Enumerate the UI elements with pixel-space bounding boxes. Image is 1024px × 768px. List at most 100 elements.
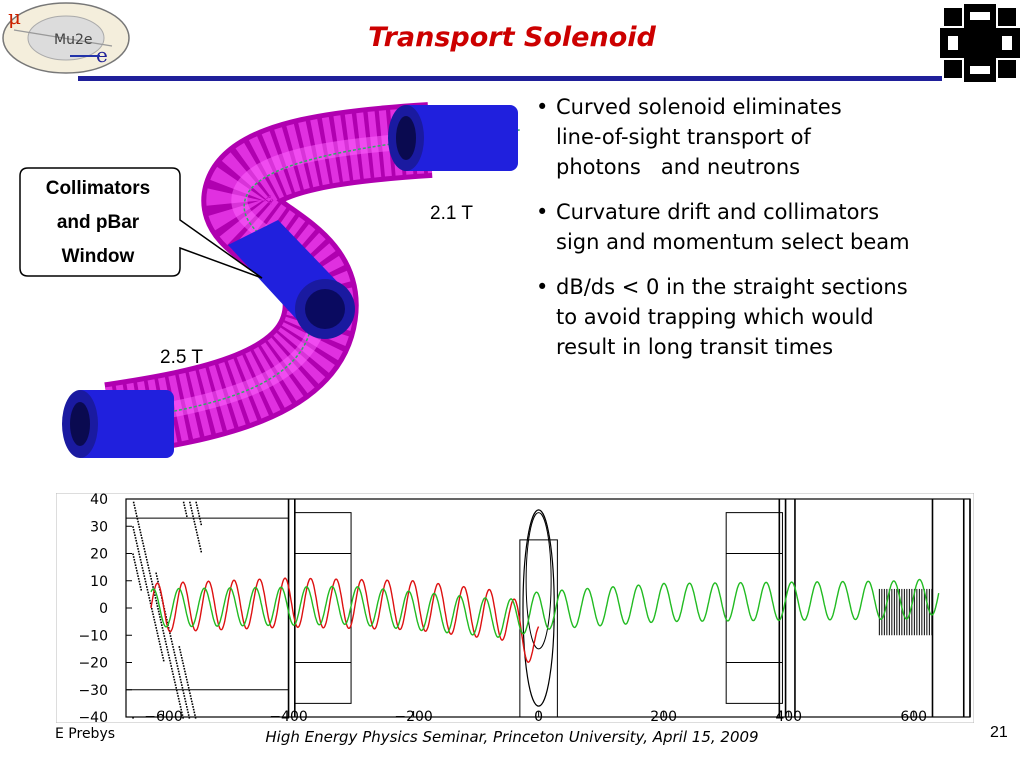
target-hit-point: [152, 616, 155, 618]
field-label-lower: 2.5 T: [160, 347, 203, 368]
target-hit-point: [136, 569, 138, 572]
target-hit-point: [176, 665, 179, 667]
target-hit-point: [147, 567, 150, 569]
target-hit-point: [179, 651, 182, 654]
target-hit-point: [164, 637, 166, 640]
target-hit-point: [192, 706, 194, 708]
target-hit-point: [189, 501, 191, 504]
target-hit-point: [142, 572, 145, 575]
target-hit-point: [166, 618, 168, 621]
target-hit-point: [191, 703, 194, 705]
target-hit-point: [135, 567, 137, 569]
target-hit-point: [153, 618, 156, 621]
target-hit-point: [132, 717, 134, 719]
target-hit-point: [149, 572, 151, 575]
target-hit-point: [174, 654, 176, 656]
target-hit-point: [195, 501, 197, 504]
target-hit-point: [181, 687, 184, 689]
target-hit-point: [151, 580, 153, 583]
transport-solenoid-diagram: [62, 102, 521, 458]
target-hit-point: [186, 515, 188, 517]
target-hit-point: [147, 591, 149, 594]
target-hit-point: [135, 539, 137, 542]
target-hit-point: [157, 608, 159, 610]
target-hit-point: [137, 578, 140, 580]
svg-text:e: e: [96, 43, 108, 67]
bullet-line: sign and momentum select beam: [556, 230, 910, 254]
bullet-item: • Curvature drift and collimators sign a…: [536, 197, 1016, 257]
target-hit-point: [187, 714, 190, 716]
target-hit-point: [199, 520, 202, 523]
target-hit-point: [196, 534, 199, 537]
target-hit-point: [181, 657, 183, 659]
callout-line-3: Window: [61, 246, 135, 267]
target-hit-point: [139, 583, 141, 586]
target-hit-point: [177, 697, 180, 700]
y-tick-label: −20: [78, 656, 108, 672]
x-tick-label: 0: [534, 709, 543, 723]
target-hit-point: [136, 515, 138, 517]
target-hit-point: [138, 580, 141, 583]
y-tick-label: 0: [99, 601, 108, 617]
collimator-box: [725, 512, 783, 704]
callout-line-2: and pBar: [56, 212, 140, 233]
target-hit-point: [172, 646, 174, 648]
target-hit-point: [196, 531, 198, 534]
target-hit-point: [199, 548, 202, 550]
target-hit-point: [178, 700, 181, 703]
target-hit-point: [149, 575, 152, 577]
target-hit-point: [134, 507, 136, 509]
target-hit-point: [132, 526, 134, 528]
target-hit-point: [149, 599, 151, 602]
footer-author: E Prebys: [55, 726, 116, 742]
target-hit-point: [164, 640, 167, 643]
svg-text:Mu2e: Mu2e: [54, 32, 92, 48]
target-hit-point: [165, 643, 167, 646]
target-hit-point: [141, 564, 143, 566]
target-hit-point: [191, 512, 194, 515]
target-hit-point: [182, 717, 184, 719]
target-hit-point: [193, 520, 196, 523]
target-hit-point: [136, 518, 139, 520]
y-tick-label: 10: [90, 574, 108, 590]
target-hit-point: [196, 504, 198, 507]
target-hit-point: [194, 523, 196, 526]
target-hit-point: [170, 637, 172, 640]
window-inner: [525, 512, 552, 650]
target-hit-point: [154, 621, 156, 624]
target-hit-point: [161, 624, 163, 626]
target-hit-point: [145, 583, 147, 586]
y-tick-label: −10: [78, 628, 108, 644]
target-hit-point: [137, 575, 139, 577]
target-hit-point: [181, 684, 183, 686]
target-hit-point: [133, 504, 136, 507]
target-hit-point: [157, 635, 159, 637]
callout-line-1: Collimators: [45, 178, 151, 199]
target-hit-point: [165, 616, 167, 618]
target-hit-point: [161, 654, 164, 656]
target-hit-point: [182, 501, 185, 504]
bullet-line: result in long transit times: [556, 335, 834, 359]
target-hit-point: [199, 518, 201, 520]
target-hit-point: [184, 507, 186, 509]
target-hit-point: [181, 711, 183, 714]
target-hit-point: [177, 667, 179, 670]
target-hit-point: [176, 692, 179, 695]
target-hit-point: [146, 586, 148, 588]
target-hit-point: [163, 635, 166, 637]
target-hit-point: [141, 537, 143, 539]
target-hit-point: [156, 629, 158, 632]
target-hit-point: [146, 561, 149, 564]
bullet-item: • Curved solenoid eliminates line-of-sig…: [536, 92, 1016, 182]
downstream-cylinder: [388, 105, 518, 171]
target-hit-point: [180, 654, 182, 656]
target-hit-point: [156, 632, 159, 635]
y-tick-label: 20: [90, 547, 108, 563]
target-hit-point: [154, 597, 157, 599]
bullet-line: photons and neutrons: [556, 155, 801, 179]
target-hit-point: [134, 561, 136, 564]
bullet-dot: •: [536, 275, 549, 299]
target-hit-point: [171, 643, 174, 646]
target-hit-point: [159, 643, 161, 646]
